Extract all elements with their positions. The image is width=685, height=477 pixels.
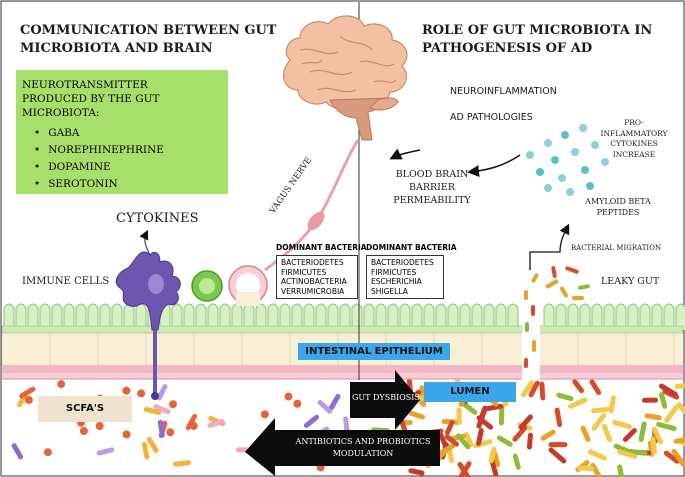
bbb-arrow [389,148,421,160]
antibiotics-modulation-label: ANTIBIOTICS AND PROBIOTICS MODULATION [288,436,438,464]
leaky-gap [522,285,540,380]
neurotransmitter-list: GABA NOREPHINEPHRINE DOPAMINE SEROTONIN [34,125,164,193]
bbb-permeability-label: BLOOD BRAIN BARRIER PERMEABILITY [393,169,471,206]
brain-illustration [282,15,408,141]
bacterial-migration-label: BACTERIAL MIGRATION [571,244,662,252]
neurotransmitter-heading: NEUROTRANSMITTER PRODUCED BY THE GUT MIC… [22,79,160,119]
neurotransmitter-item: SEROTONIN [34,176,164,193]
intestinal-villi [3,303,685,330]
leaky-gut-label: LEAKY GUT [601,276,660,287]
membrane-band-2 [2,373,683,379]
neurotransmitter-item: GABA [34,125,164,142]
pro-inflammatory-label: PRO- INFLAMMATORY CYTOKINES INCREASE [600,118,668,159]
cytokine-arrow [467,154,521,178]
healthy-bacteria-title: DOMINANT BACTERIA [276,243,367,252]
immune-cells-label: IMMUNE CELLS [22,276,110,287]
cytokine-particles [526,124,609,196]
leaky-gut-bacteria [531,266,590,300]
cytokines-label: CYTOKINES [116,211,199,226]
dysbiosis-bacteria-title: DOMINANT BACTERIA [366,243,457,252]
gut-dysbiosis-label: GUT DYSBIOSIS [352,393,420,402]
neuroinflammation-label: NEUROINFLAMMATION [450,86,557,97]
neurotransmitter-item: DOPAMINE [34,159,164,176]
healthy-bacteria-box: BACTERIODETES FIRMICUTES ACTINOBACTERIA … [276,255,358,299]
membrane-band-1 [2,365,683,373]
ad-pathologies-label: AD PATHOLOGIES [450,112,533,123]
dysbiosis-bacteria-box: BACTERIODETES FIRMICUTES ESCHERICHIA SHI… [366,255,444,299]
gut-dysbiosis-arrow [350,370,420,430]
neurotransmitter-item: NOREPHINEPHRINE [34,142,164,159]
lumen-label: LUMEN [424,382,516,402]
intestinal-epithelium-label: INTESTINAL EPITHELIUM [298,343,450,360]
migration-arrow [529,223,570,270]
migrating-bacteria [524,290,536,368]
scfas-label: SCFA'S [38,396,132,422]
right-section-title: ROLE OF GUT MICROBIOTA IN PATHOGENESIS O… [422,23,653,56]
vagus-ganglion [307,211,325,231]
amyloid-beta-label: AMYLOID BETA PEPTIDES [585,197,651,217]
immune-cell [115,229,181,400]
left-section-title: COMMUNICATION BETWEEN GUT MICROBIOTA AND… [20,23,277,56]
neurotransmitter-box: NEUROTRANSMITTER PRODUCED BY THE GUT MIC… [16,70,228,194]
